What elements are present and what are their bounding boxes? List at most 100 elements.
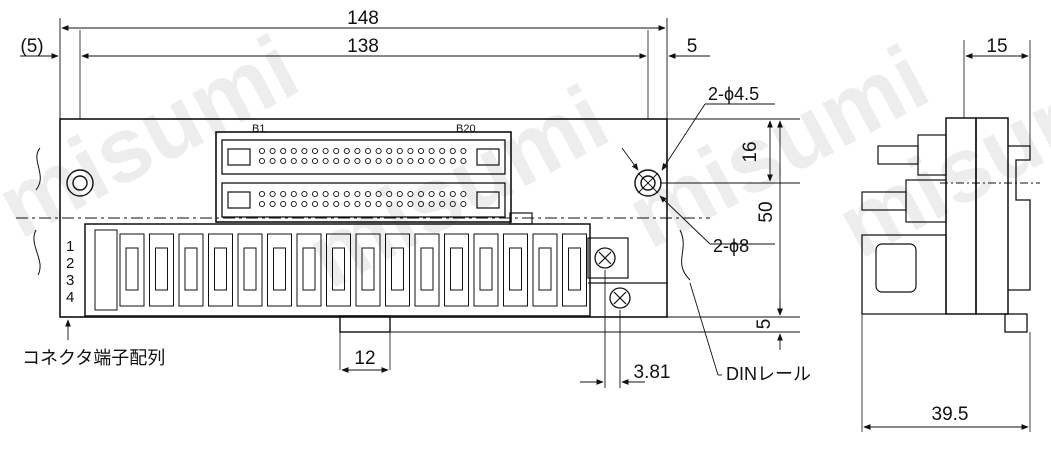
connector-pin [269,190,276,198]
connector-pin [439,157,446,165]
watermark: misumi misumi misumi misumi [0,16,1051,307]
connector-pin [386,157,393,165]
connector-pin [375,190,382,198]
connector-pin [460,147,467,155]
connector-pin [449,190,456,198]
connector-pin [343,200,350,208]
connector-pin [301,157,308,165]
din-clip [339,315,391,333]
connector-pin [258,147,266,155]
connector-pin [333,190,340,198]
terminal-slot [355,233,381,307]
terminal-clamp [243,247,257,291]
connector-pin [439,190,446,198]
front-view [16,30,710,370]
terminal-clamp [509,247,522,291]
row-number-1: 1 [66,238,74,255]
dim-side-width: 39.5 [932,404,969,425]
label-pin-b20: B20 [456,123,476,135]
connector-pin [386,200,393,208]
terminal-slot [503,233,528,307]
connector-pin [311,157,319,165]
connector-pin [269,200,276,208]
connector-pin [375,147,382,155]
connector-pin [311,200,319,208]
terminal-slot [119,233,145,307]
terminal-clamp [273,247,286,291]
terminal-slot [562,233,587,307]
connector-pin [333,200,340,208]
label-mount-hole-large: 2-ϕ8 [713,236,749,256]
connector-pin [280,200,287,208]
terminal-slot [296,233,322,307]
terminal-clamp [302,247,316,291]
connector-pin [322,190,329,198]
connector-pin [290,190,297,198]
connector-pin [428,200,435,208]
connector-pin [290,200,297,208]
connector-pin [333,147,340,155]
connector-pin [364,147,372,155]
terminal-clamp [420,247,434,291]
connector-pin [449,147,456,155]
connector-pin [449,157,456,165]
label-pin-b1: B1 [252,123,265,135]
terminal-slot [532,233,558,307]
connector-pin [258,157,266,165]
side-view [861,40,1040,432]
connector-pin [258,200,266,208]
terminal-slot [414,233,440,307]
label-mount-hole-small: 2-ϕ4.5 [708,84,759,104]
connector-pin [375,157,382,165]
label-connector-pin-layout: コネクタ端子配列 [22,348,165,368]
connector-pin [460,200,467,208]
terminal-slot [267,233,292,307]
connector-pin [343,190,350,198]
terminal-slot [385,233,410,307]
connector-pin [449,200,456,208]
connector-pin [396,157,403,165]
dim-height-total: 50 [756,201,777,222]
connector-pin [354,200,361,208]
terminal-clamp [479,247,493,291]
connector-pin [417,147,425,155]
row-number-2: 2 [66,255,74,272]
connector-pin [439,147,446,155]
connector-pin [301,200,308,208]
terminal-slot [473,233,499,307]
terminal-clamp [450,247,463,291]
connector-housing [215,131,512,223]
dim-left-offset: (5) [20,36,43,57]
connector-pin [280,147,287,155]
front-dimensions [20,18,800,388]
connector-pin [343,157,350,165]
screw-lower [609,287,631,309]
terminal-slot [444,233,469,307]
connector-pin [364,200,372,208]
connector-pin [386,190,393,198]
terminal-clamp [332,247,345,291]
connector-pin [364,157,372,165]
drawing-text: 148 138 (5) 5 15 16 50 5 12 3.81 39.5 2-… [20,8,1007,425]
connector-pin [322,157,329,165]
terminal-slot [149,233,174,307]
connector-pin [333,157,340,165]
terminal-clamp [361,247,375,291]
connector-pin [439,200,446,208]
connector-pin [417,190,425,198]
connector-pin [460,157,467,165]
connector-pin [428,147,435,155]
connector-pin [428,157,435,165]
terminal-slot [208,233,233,307]
terminal-clamp [184,247,198,291]
terminal-slot [326,233,351,307]
label-din-rail: DINレール [726,364,811,384]
connector-pin [301,147,308,155]
connector-pin [354,157,361,165]
connector-pin [396,200,403,208]
connector-pin [269,147,276,155]
terminal-slot [237,233,263,307]
terminal-clamp [125,247,139,291]
connector-pin [301,190,308,198]
dim-overall-width: 148 [347,8,379,29]
